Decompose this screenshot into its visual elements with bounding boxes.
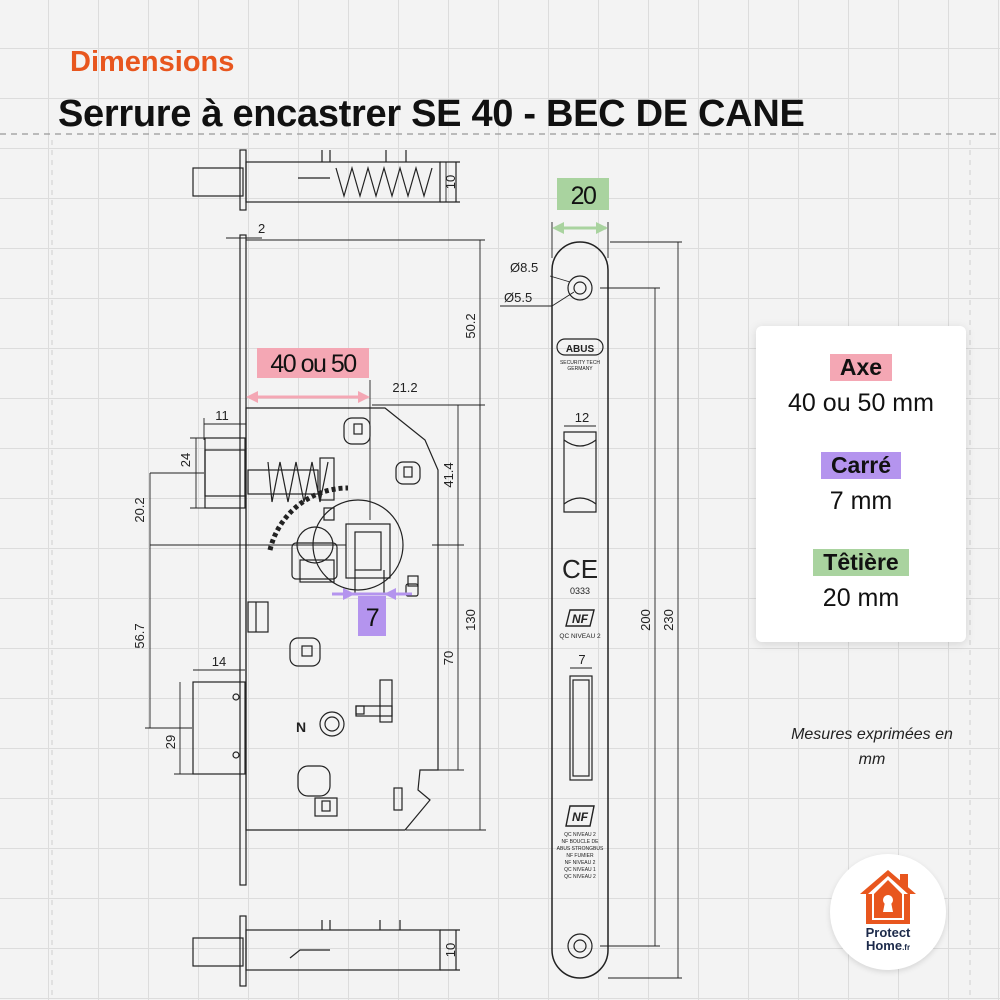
logo-line2: Home	[865, 938, 903, 953]
protect-home-logo[interactable]: Protect Home.fr	[830, 854, 946, 970]
dim-41-4: 41.4	[441, 462, 456, 487]
dim-21-2: 21.2	[392, 380, 417, 395]
backset-value: 40 ou 50	[270, 350, 356, 378]
spec-tetiere-label: Têtière	[813, 549, 909, 576]
section-heading: Dimensions	[70, 46, 235, 78]
faceplate	[551, 241, 609, 979]
n-mark: N	[296, 719, 306, 735]
house-icon	[860, 870, 916, 924]
bottom-view	[192, 915, 460, 987]
logo-suffix: .fr	[902, 943, 911, 952]
faceplate-value: 20	[571, 182, 596, 210]
nf-line: QC NIVEAU 1	[564, 867, 596, 873]
square-callout: 7	[332, 588, 412, 636]
ce-mark: CE	[562, 554, 598, 584]
specs-card: Axe 40 ou 50 mm Carré 7 mm Têtière 20 mm	[756, 326, 966, 642]
abus-sub2: GERMANY	[567, 366, 593, 372]
nf-line: ABUS STRONGBUS	[557, 846, 604, 852]
square-value: 7	[366, 604, 379, 632]
dim-bottom-thickness: 10	[443, 943, 458, 957]
dim-200: 200	[638, 609, 653, 631]
abus-logo: ABUS	[566, 344, 595, 355]
abus-sub1: SECURITY TECH	[560, 360, 600, 366]
dim-slot-12: 12	[575, 410, 589, 425]
dim-24: 24	[178, 453, 193, 467]
dim-130: 130	[463, 609, 478, 631]
dim-hole-small: Ø5.5	[504, 290, 532, 305]
dim-50-2: 50.2	[463, 313, 478, 338]
dim-70: 70	[441, 651, 456, 665]
nf-line: QC NIVEAU 2	[564, 832, 596, 838]
spec-carre: Carré 7 mm	[756, 452, 966, 516]
dim-20-2: 20.2	[132, 497, 147, 522]
dimension-lines	[145, 162, 682, 979]
dim-plate-thickness: 2	[258, 221, 265, 236]
dim-56-7: 56.7	[132, 623, 147, 648]
nf-sub-1: QC NIVEAU 2	[559, 633, 601, 640]
dim-14: 14	[212, 654, 226, 669]
backset-callout: 40 ou 50	[246, 348, 370, 403]
dim-230: 230	[661, 609, 676, 631]
faceplate-callout: 20	[552, 178, 609, 234]
nf-mark-1: NF	[572, 612, 589, 626]
spec-axe-value: 40 ou 50 mm	[788, 389, 934, 417]
nf-line: NF NIVEAU 2	[565, 860, 596, 866]
nf-mark-2: NF	[572, 810, 589, 824]
dim-11: 11	[215, 408, 229, 423]
dim-29: 29	[163, 735, 178, 749]
spec-carre-value: 7 mm	[829, 487, 893, 515]
spec-tetiere-value: 20 mm	[822, 584, 900, 612]
units-note: Mesures exprimées en mm	[791, 726, 953, 768]
dim-slot-7: 7	[578, 652, 585, 667]
spec-axe: Axe 40 ou 50 mm	[756, 354, 966, 418]
logo-text: Protect Home.fr	[830, 926, 946, 954]
spec-axe-label: Axe	[829, 354, 893, 381]
lock-body	[192, 234, 439, 886]
dim-top-thickness: 10	[443, 175, 458, 189]
spec-tetiere: Têtière 20 mm	[756, 549, 966, 613]
ce-number: 0333	[570, 586, 590, 596]
dim-hole-large: Ø8.5	[510, 260, 538, 275]
logo-line1: Protect	[865, 925, 911, 940]
nf-line: NF BOUCLE DE	[562, 839, 600, 845]
nf-line: NF FUMIER	[566, 853, 594, 859]
product-title: Serrure à encastrer SE 40 - BEC DE CANE	[58, 93, 805, 135]
nf-line: QC NIVEAU 2	[564, 874, 596, 880]
top-view	[192, 149, 460, 211]
spec-carre-label: Carré	[820, 452, 902, 479]
